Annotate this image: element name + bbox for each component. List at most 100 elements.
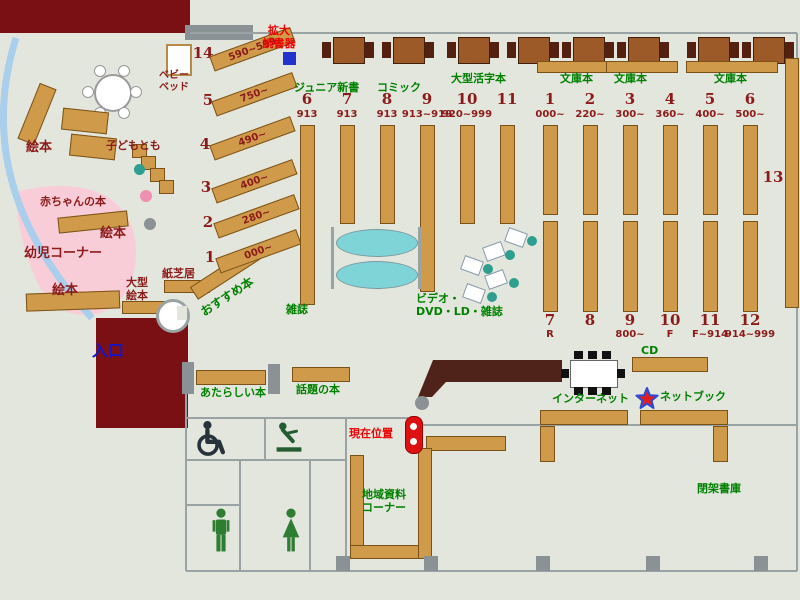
shelf-class: 800~ [615, 329, 645, 340]
pillar-round [144, 218, 156, 230]
women-icon [282, 508, 300, 552]
shelf-class: F [666, 329, 674, 340]
reading-table [393, 37, 425, 64]
bookshelf [340, 125, 355, 224]
reading-table [698, 37, 730, 64]
entrance-label: 入口 [92, 341, 125, 360]
chair [660, 42, 669, 58]
cd-listening-table [570, 360, 618, 388]
chair [730, 42, 739, 58]
bookshelf [663, 221, 678, 312]
chair [490, 42, 499, 58]
video-corner-line2: DVD・LD・雑誌 [416, 305, 503, 319]
chair [425, 42, 434, 58]
kids-step [141, 156, 156, 170]
infant-corner-label: 幼児コーナー [24, 246, 103, 261]
chair [130, 86, 142, 98]
pillar [646, 556, 660, 571]
chair [602, 387, 611, 395]
av-stool [527, 236, 537, 246]
men-icon [212, 508, 230, 552]
kamishibai-label: 紙芝居 [162, 267, 195, 280]
local-materials-shelf [418, 448, 432, 559]
service-counter [418, 360, 562, 397]
chair [322, 42, 331, 58]
bookshelf [743, 221, 758, 312]
chair [742, 42, 751, 58]
pillar [268, 364, 280, 394]
entrance-wall-block [96, 318, 188, 428]
chair [588, 351, 597, 359]
av-stool [483, 264, 493, 274]
stool [140, 190, 152, 202]
current-location-label: 現在位置 [349, 427, 393, 440]
pillar [754, 556, 768, 571]
bookshelf [380, 125, 395, 224]
bookshelf [300, 125, 315, 305]
category-junior-label: ジュニア新書 [294, 81, 360, 94]
kids-step [159, 180, 174, 194]
shelf-number: 12 [739, 311, 761, 329]
bookshelf [500, 125, 515, 224]
bunko-label: 文庫本 [614, 72, 647, 85]
reading-table [458, 37, 490, 64]
bookshelf [543, 125, 558, 215]
chair [785, 42, 794, 58]
magazines-label: 雑誌 [286, 303, 308, 316]
sofa-end [331, 227, 334, 289]
local-materials-line1: 地域資料 [362, 488, 406, 501]
new-books-shelf [196, 370, 266, 385]
pillar [536, 556, 550, 571]
current-location-marker [405, 416, 423, 454]
shelf-number: 1 [204, 248, 216, 266]
shelf-class: 914~999 [724, 329, 776, 340]
shelf-number: 6 [301, 90, 313, 108]
cd-shelf [632, 357, 708, 372]
netbook-label: ネットブック [660, 390, 726, 403]
chair [561, 369, 569, 378]
shelf-class: 920~999 [441, 109, 493, 120]
chair [118, 65, 130, 77]
stack-entry-shelf [713, 426, 728, 462]
chair [382, 42, 391, 58]
picture-books-label: 絵本 [26, 140, 53, 155]
bookshelf [460, 125, 475, 224]
chair [447, 42, 456, 58]
shelf-number: 8 [381, 90, 393, 108]
av-stool [487, 292, 497, 302]
reading-table [518, 37, 550, 64]
chair [507, 42, 516, 58]
sofa-end [418, 227, 421, 289]
shelf-class: 400~ [695, 109, 725, 120]
large-picture-books-label: 大型 絵本 [126, 276, 148, 302]
internet-label: インターネット [552, 392, 629, 405]
shelf-number: 6 [744, 90, 756, 108]
sofa [336, 261, 418, 289]
shelf-class: 360~ [655, 109, 685, 120]
bookshelf [623, 125, 638, 215]
shelf-number: 1 [544, 90, 556, 108]
large-picture-books-line2: 絵本 [126, 289, 148, 303]
wall-shelf [640, 410, 728, 425]
chair [602, 351, 611, 359]
closed-stacks-label: 閉架書庫 [697, 482, 741, 495]
baby-bed-label: ベビー ベッド [152, 70, 196, 94]
baby-bed-label-line1: ベビー [159, 70, 189, 81]
window-wall-curve [0, 36, 95, 321]
chair [617, 369, 625, 378]
baby-bed [166, 44, 192, 76]
kodomo-tomo-label: 子どもとも [106, 139, 161, 152]
shelf-number: 9 [421, 90, 433, 108]
category-large-print-label: 大型活字本 [451, 72, 506, 85]
shelf-number: 2 [584, 90, 596, 108]
wall-top-left [0, 0, 190, 33]
chair [687, 42, 696, 58]
stool [134, 164, 145, 175]
large-picture-books-line1: 大型 [126, 276, 148, 289]
chair [365, 42, 374, 58]
shelf-class: 220~ [575, 109, 605, 120]
topical-books-label: 話題の本 [296, 383, 340, 396]
shelf-class: 913~919 [401, 109, 453, 120]
bookshelf [583, 125, 598, 215]
